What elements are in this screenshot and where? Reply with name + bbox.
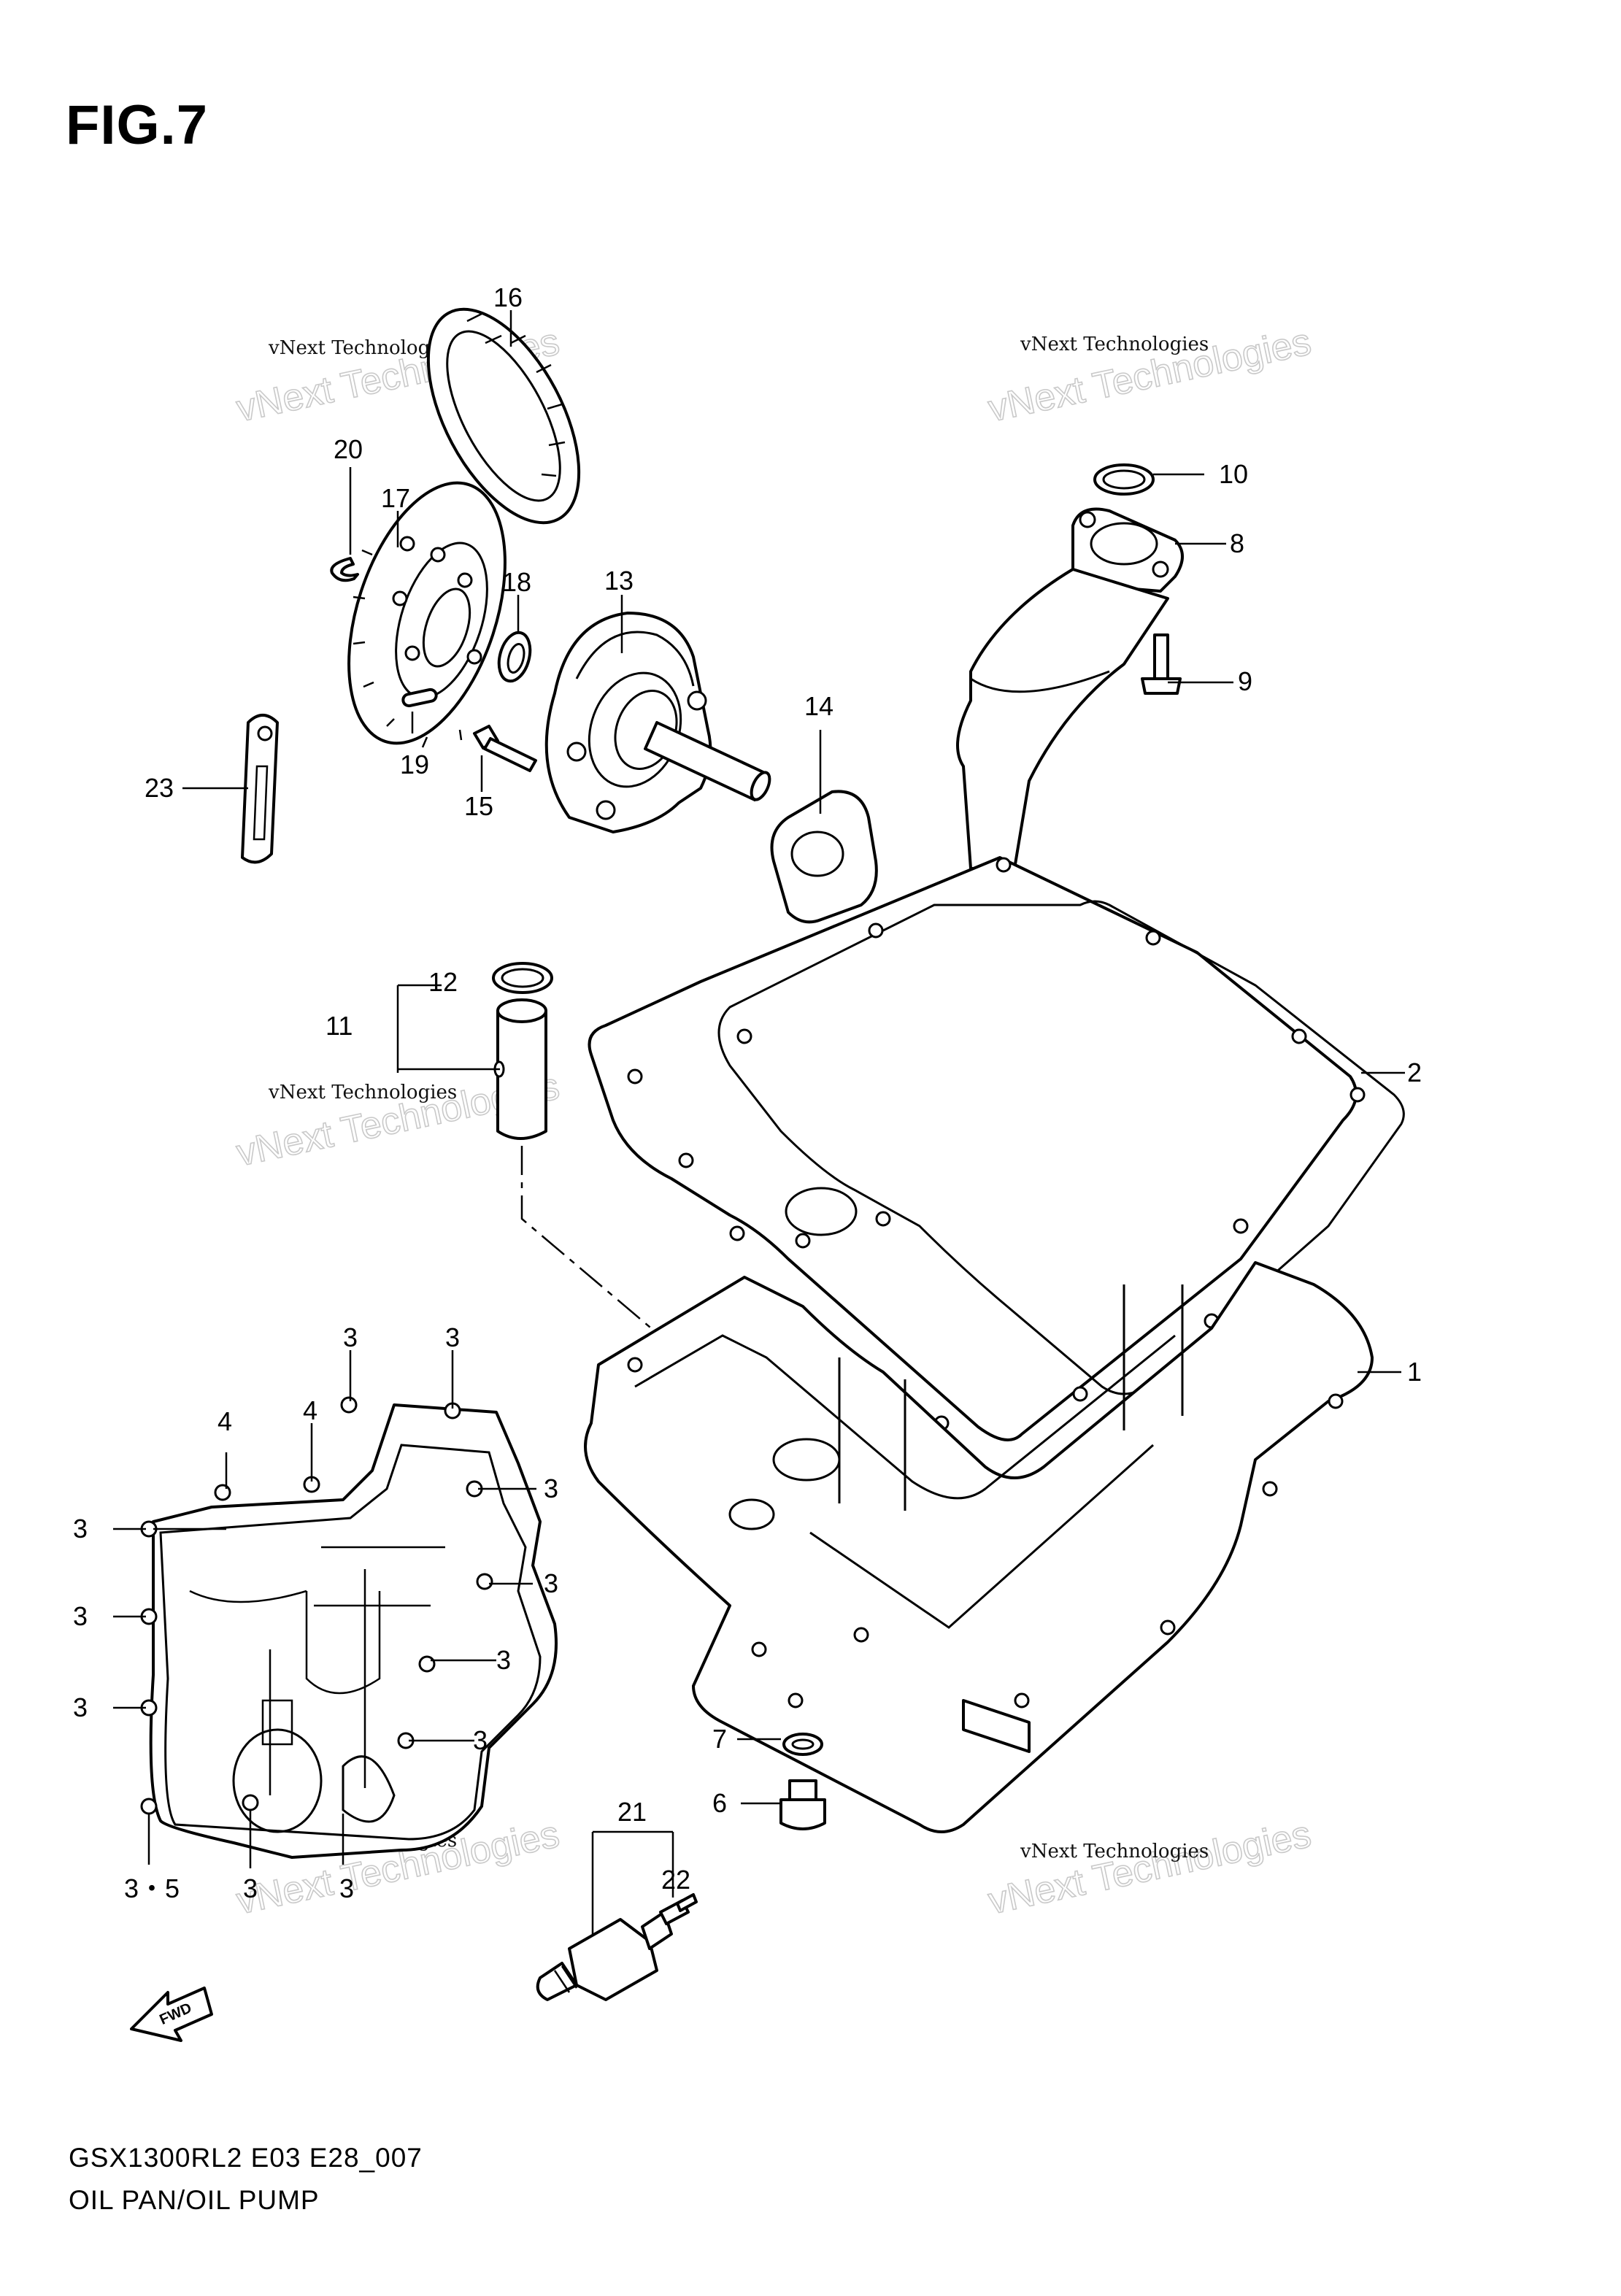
- watermark-bottom-right: vNext Technologies vNext Technologies: [984, 1812, 1315, 1923]
- callout-4: 4: [217, 1406, 232, 1436]
- callout-9: 9: [1238, 666, 1252, 696]
- callout-12: 12: [428, 967, 458, 997]
- part-16-gear-ring: [426, 307, 581, 525]
- part-15-bolt: [473, 725, 537, 772]
- callout-23: 23: [145, 773, 174, 803]
- callout-3: 3: [343, 1322, 358, 1352]
- callout-3: 3: [473, 1725, 488, 1755]
- callout-3-5: 3・5: [124, 1873, 180, 1903]
- callout-3: 3: [243, 1873, 258, 1903]
- callout-3: 3: [496, 1645, 511, 1675]
- part-1-oil-pan: [584, 1261, 1374, 1833]
- callout-1: 1: [1407, 1357, 1422, 1387]
- part-21-oil-pressure-switch: [536, 1911, 673, 2001]
- callout-13: 13: [604, 566, 634, 596]
- watermark-small-text: vNext Technologies: [1020, 334, 1209, 355]
- watermark-top-right: vNext Technologies vNext Technologies: [984, 320, 1315, 431]
- part-20-circlip: [330, 557, 359, 582]
- callout-3: 3: [544, 1473, 558, 1503]
- part-13-oil-pump: [544, 612, 771, 833]
- part-10-o-ring: [1093, 463, 1155, 496]
- fwd-arrow: FWD: [130, 1987, 213, 2042]
- watermark-big-text: vNext Technologies: [985, 1813, 1314, 1922]
- callout-labels: 16 20 17 18 13 19 15 14 23 10 8 9 12 11 …: [73, 282, 1422, 1903]
- footer-model-code: GSX1300RL2 E03 E28_007: [69, 2143, 423, 2173]
- part-18-washer: [497, 631, 532, 683]
- part-8-oil-strainer: [956, 507, 1184, 870]
- callout-3: 3: [445, 1322, 460, 1352]
- part-22-bolt: [659, 1893, 698, 1925]
- callout-3: 3: [73, 1514, 88, 1544]
- callout-3: 3: [73, 1601, 88, 1631]
- callout-16: 16: [493, 282, 523, 312]
- callout-14: 14: [804, 691, 833, 721]
- callout-15: 15: [464, 791, 493, 821]
- part-12-o-ring: [492, 962, 553, 994]
- callout-19: 19: [400, 750, 429, 779]
- callout-3: 3: [544, 1568, 558, 1598]
- watermark-small-text: vNext Technologies: [268, 337, 457, 359]
- callout-20: 20: [334, 434, 363, 464]
- watermark-small-text: vNext Technologies: [1020, 1841, 1209, 1862]
- part-11-pipe: [493, 998, 547, 1140]
- part-3-oil-cover-gasket: [140, 1396, 558, 1859]
- part-23-bracket: [241, 714, 279, 864]
- watermark-small-text: vNext Technologies: [268, 1082, 457, 1103]
- callout-22: 22: [661, 1865, 690, 1895]
- callout-3: 3: [339, 1873, 354, 1903]
- part-9-bolt: [1141, 633, 1182, 695]
- callout-7: 7: [712, 1724, 727, 1754]
- footer-diagram-title: OIL PAN/OIL PUMP: [69, 2185, 320, 2215]
- callout-10: 10: [1219, 459, 1248, 489]
- callout-2: 2: [1407, 1058, 1422, 1087]
- part-6-drain-plug: [779, 1779, 826, 1830]
- part-7-gasket: [782, 1733, 823, 1756]
- callout-18: 18: [502, 567, 531, 597]
- callout-8: 8: [1230, 528, 1244, 558]
- callout-21: 21: [617, 1797, 647, 1827]
- part-19-pin: [401, 687, 438, 708]
- leader-lines: [113, 310, 1405, 1934]
- callout-4: 4: [303, 1395, 317, 1425]
- part-17-pump-gear: [347, 481, 507, 748]
- part-14-gasket: [770, 790, 878, 924]
- callout-17: 17: [381, 483, 410, 513]
- figure-label: FIG.7: [66, 94, 209, 156]
- callout-11: 11: [326, 1011, 353, 1041]
- callout-6: 6: [712, 1788, 727, 1818]
- callout-3: 3: [73, 1692, 88, 1722]
